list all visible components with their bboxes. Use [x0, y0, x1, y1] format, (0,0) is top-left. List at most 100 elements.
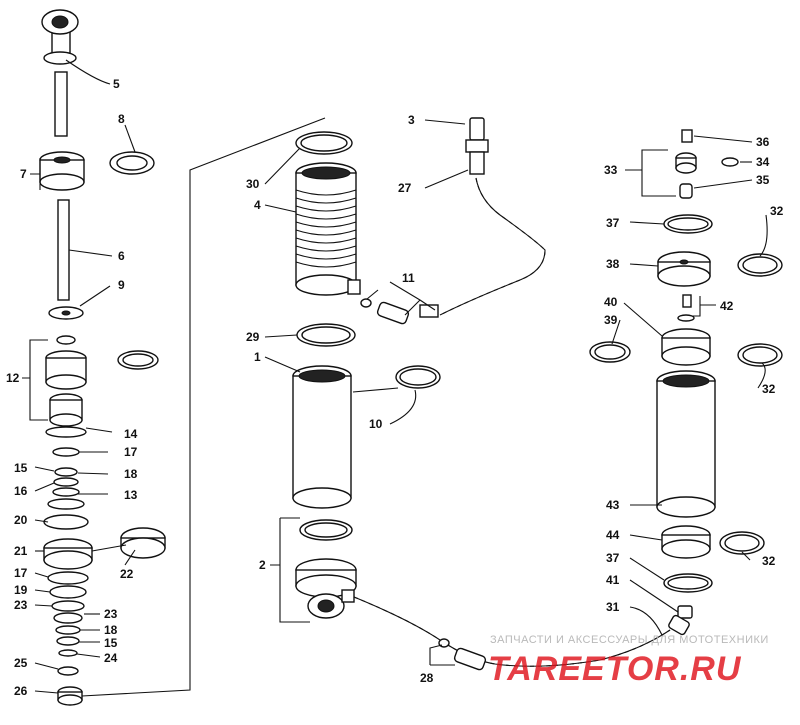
label-32b: 32 — [762, 382, 776, 396]
part-5-stud — [54, 71, 68, 137]
part-8-o-ring — [109, 151, 155, 175]
right-leader-lines — [611, 135, 768, 636]
part-7-gland-nut — [39, 151, 85, 191]
label-23a: 23 — [14, 598, 28, 612]
label-25: 25 — [14, 656, 28, 670]
label-22: 22 — [120, 567, 134, 581]
label-5: 5 — [113, 77, 120, 91]
label-13: 13 — [124, 488, 138, 502]
part-32-ring-upper — [737, 253, 783, 277]
part-39-clamp — [589, 341, 631, 363]
label-17a: 17 — [124, 445, 138, 459]
label-19: 19 — [14, 583, 28, 597]
label-23b: 23 — [104, 607, 118, 621]
label-15b: 15 — [104, 636, 118, 650]
label-9: 9 — [118, 278, 125, 292]
valve-shim-stack-lower — [47, 571, 89, 657]
label-16: 16 — [14, 484, 28, 498]
part-3-fitting — [465, 117, 489, 175]
part-38-cap — [657, 251, 711, 287]
part-4-threaded-sleeve — [295, 162, 361, 296]
left-leader-lines — [22, 59, 326, 697]
label-14: 14 — [124, 427, 138, 441]
label-40: 40 — [604, 295, 618, 309]
label-2: 2 — [259, 558, 266, 572]
label-41: 41 — [606, 573, 620, 587]
part-37-o-ring-lower — [663, 573, 713, 593]
label-21: 21 — [14, 544, 28, 558]
part-10-ring — [395, 365, 441, 389]
label-31: 31 — [606, 600, 620, 614]
part-34-washer — [721, 157, 739, 167]
label-27: 27 — [398, 181, 412, 195]
part-30-o-ring — [295, 131, 353, 155]
label-12: 12 — [6, 371, 20, 385]
label-11: 11 — [402, 271, 415, 285]
part-41-elbow-fitting — [668, 605, 693, 636]
part-2-end-cap — [295, 519, 357, 619]
label-38: 38 — [606, 257, 620, 271]
middle-leader-lines — [264, 119, 469, 666]
middle-reservoir-assembly — [292, 117, 671, 671]
right-reservoir-assembly — [589, 129, 783, 636]
part-33-valve — [675, 152, 697, 199]
label-36: 36 — [756, 135, 770, 149]
label-24: 24 — [104, 651, 118, 665]
label-3: 3 — [408, 113, 415, 127]
label-7: 7 — [20, 167, 27, 181]
label-33: 33 — [604, 163, 618, 177]
label-32a: 32 — [770, 204, 784, 218]
label-30: 30 — [246, 177, 260, 191]
watermark-logo-text: TAREETOR.RU — [488, 650, 742, 688]
label-29: 29 — [246, 330, 260, 344]
watermark: ЗАПЧАСТИ И АКСЕССУАРЫ ДЛЯ МОТОТЕХНИКИ TA… — [488, 634, 769, 688]
part-28-fittings — [438, 638, 487, 671]
part-5-eye-mount — [41, 9, 79, 65]
part-27-hose — [439, 177, 546, 316]
label-43: 43 — [606, 498, 620, 512]
part-32-ring-lower — [719, 531, 765, 555]
part-32-ring-middle — [737, 343, 783, 367]
label-35: 35 — [756, 173, 770, 187]
left-shock-rod-assembly — [39, 9, 166, 706]
part-26-nut — [57, 686, 83, 706]
part-36-screw — [681, 129, 693, 143]
label-28: 28 — [420, 671, 434, 685]
part-12-piston-group — [45, 335, 87, 427]
label-6: 6 — [118, 249, 125, 263]
label-4: 4 — [254, 198, 261, 212]
label-18a: 18 — [124, 467, 138, 481]
part-21-piston — [43, 538, 93, 570]
label-34: 34 — [756, 155, 770, 169]
label-18b: 18 — [104, 623, 118, 637]
label-39: 39 — [604, 313, 618, 327]
part-25-washer — [57, 666, 79, 676]
callout-labels: 5 8 7 6 9 12 14 17 15 18 16 13 20 21 22 … — [6, 77, 784, 698]
part-11-elbow-fitting — [360, 298, 439, 325]
part-42-washer — [677, 314, 695, 322]
label-37b: 37 — [606, 551, 620, 565]
label-17b: 17 — [14, 566, 28, 580]
label-8: 8 — [118, 112, 125, 126]
label-1: 1 — [254, 350, 261, 364]
label-37a: 37 — [606, 216, 620, 230]
part-42-screw — [682, 294, 692, 308]
label-44: 44 — [606, 528, 620, 542]
label-26: 26 — [14, 684, 28, 698]
label-20: 20 — [14, 513, 28, 527]
part-6-shaft — [57, 199, 70, 301]
part-1-body-tube — [292, 365, 352, 509]
label-15a: 15 — [14, 461, 28, 475]
part-43-reservoir-tube — [656, 370, 716, 518]
part-12-band — [117, 350, 159, 370]
label-42: 42 — [720, 299, 734, 313]
watermark-tagline: ЗАПЧАСТИ И АКСЕССУАРЫ ДЛЯ МОТОТЕХНИКИ — [490, 634, 769, 646]
part-9-washer — [48, 306, 84, 320]
label-10: 10 — [369, 417, 383, 431]
part-22-band — [120, 527, 166, 559]
label-32c: 32 — [762, 554, 776, 568]
part-44-end-cap — [661, 525, 711, 559]
part-40-floating-piston — [661, 328, 711, 366]
valve-shim-stack-upper — [43, 426, 89, 530]
